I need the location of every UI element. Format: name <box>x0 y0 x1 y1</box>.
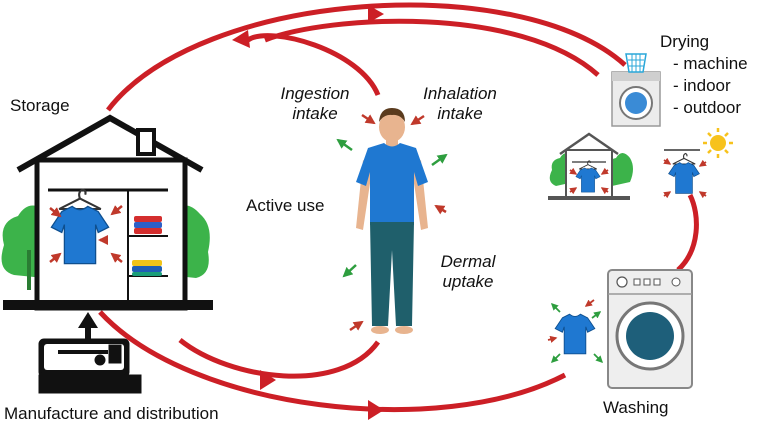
sewing-machine-icon <box>38 338 142 394</box>
ingestion-intake-label: Ingestion intake <box>270 84 360 124</box>
ingestion-line-2: intake <box>292 104 338 123</box>
dermal-line-2: uptake <box>442 272 494 291</box>
washing-to-drying-arrow <box>676 193 699 272</box>
inhalation-intake-label: Inhalation intake <box>412 84 508 124</box>
ingestion-line-1: Ingestion <box>280 84 350 103</box>
house-storage-icon <box>1 114 213 311</box>
storage-label: Storage <box>10 96 70 115</box>
drying-option-machine: - machine <box>673 54 748 73</box>
drying-to-storage-arrow <box>106 2 627 112</box>
active-use-to-storage-arrow <box>246 33 381 97</box>
dermal-line-1: Dermal <box>440 252 496 271</box>
active-use-to-washing-arrow <box>178 338 381 379</box>
manufacture-label: Manufacture and distribution <box>4 404 219 423</box>
manufacture-to-storage-arrow <box>78 312 98 340</box>
active-use-label: Active use <box>246 196 325 215</box>
person-icon <box>356 108 428 334</box>
exposure-inflow-arrows <box>349 113 447 332</box>
washing-machine-icon <box>607 269 693 389</box>
dermal-uptake-label: Dermal uptake <box>428 252 508 292</box>
drying-option-outdoor: - outdoor <box>673 98 742 117</box>
sun-icon <box>703 128 733 158</box>
washing-label: Washing <box>603 398 669 417</box>
washing-shirt-icon <box>547 299 604 364</box>
drying-title: Drying <box>660 32 710 51</box>
inhalation-line-1: Inhalation <box>423 84 497 103</box>
storage-to-washing-arrow <box>98 310 567 412</box>
cycle-arrowheads <box>232 5 384 420</box>
small-house-icon <box>548 132 633 200</box>
cycle-arrows <box>98 2 699 412</box>
inhalation-line-2: intake <box>437 104 483 123</box>
drying-option-indoor: - indoor <box>673 76 731 95</box>
exposure-outflow-arrows <box>336 138 448 278</box>
dryer-icon <box>611 53 661 127</box>
drying-to-active-use-arrow <box>264 18 600 77</box>
outdoor-shirt-icon <box>663 149 707 199</box>
